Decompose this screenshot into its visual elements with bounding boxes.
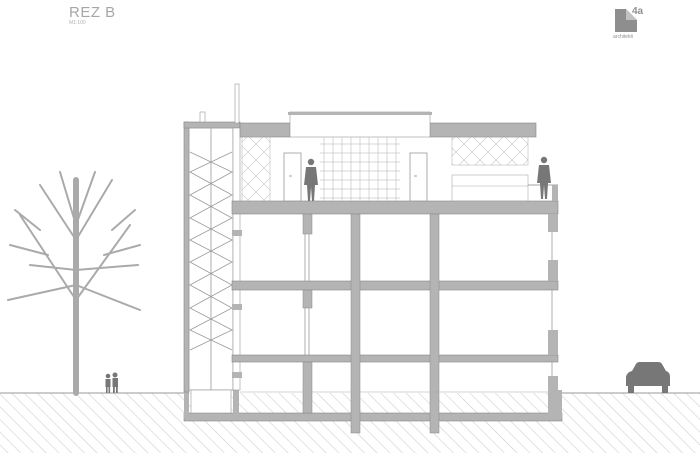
car-icon [626,362,670,393]
drawing-scale: M1:100 [69,20,86,26]
person-figure-icon [304,156,551,201]
logo-mark-icon [615,9,637,32]
ground-terrain [0,392,700,453]
tree-icon [7,171,141,396]
logo-word: architekti [613,34,634,40]
building-section [183,83,563,434]
pedestrians-icon [105,372,118,393]
logo-number: 4a [632,6,644,17]
drawing-title: REZ B [69,4,116,21]
